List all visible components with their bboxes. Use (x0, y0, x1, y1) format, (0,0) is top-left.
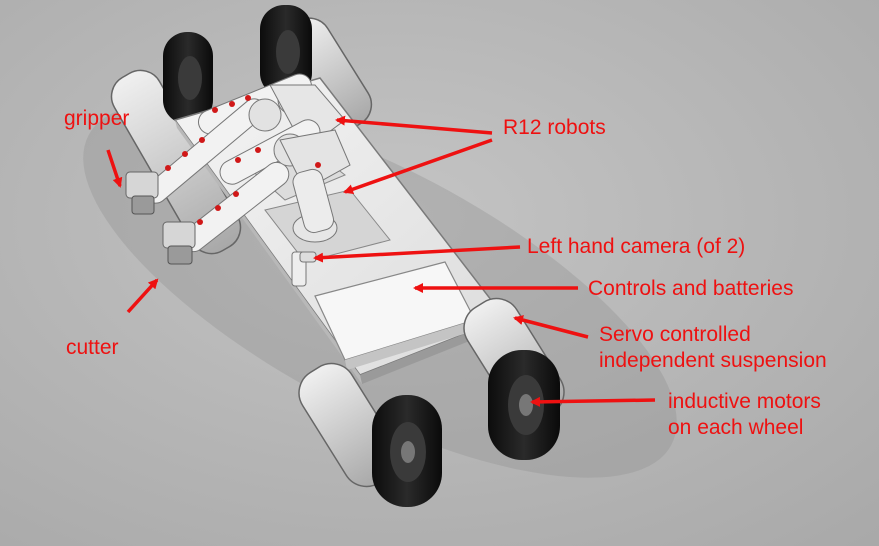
label-servo-suspension: Servo controlled independent suspension (599, 322, 827, 375)
arrow-gripper (106, 149, 123, 188)
left-hand-camera (291, 251, 317, 287)
arrow-servo (513, 315, 589, 339)
front-right-wheel (488, 350, 560, 460)
label-gripper: gripper (64, 107, 130, 130)
gripper-tool (125, 171, 159, 215)
arrow-r12-upper (335, 115, 493, 135)
arrow-motors (530, 396, 656, 407)
arrow-cutter (126, 278, 159, 314)
rear-left-wheel (163, 32, 213, 124)
label-left-hand-camera: Left hand camera (of 2) (527, 235, 746, 258)
annotation-arrows (106, 115, 656, 407)
cutter-tool (162, 221, 196, 265)
label-servo-line1: Servo controlled (599, 323, 751, 346)
arrow-r12-lower (343, 138, 493, 195)
label-controls-batteries: Controls and batteries (588, 277, 794, 300)
front-left-wheel (372, 395, 442, 507)
arrow-camera (313, 245, 521, 263)
label-motors-line2: on each wheel (668, 416, 804, 440)
label-r12-robots: R12 robots (503, 116, 606, 139)
r12-robot-arm-lower (180, 119, 351, 253)
label-motors-line1: inductive motors (668, 390, 821, 413)
label-inductive-motors: inductive motors on each wheel (668, 389, 821, 442)
label-cutter: cutter (66, 336, 119, 359)
label-servo-line2: independent suspension (599, 349, 827, 373)
